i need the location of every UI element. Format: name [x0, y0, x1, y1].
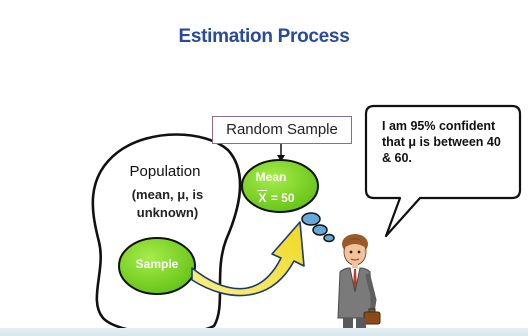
random-sample-box: Random Sample — [212, 116, 352, 144]
cartoon-man — [337, 234, 381, 330]
connector-arrowhead — [277, 155, 285, 162]
diagram-title: Estimation Process — [178, 26, 350, 47]
curved-arrow — [191, 221, 305, 297]
sample-mean-value: X = 50 — [246, 190, 306, 205]
xbar-symbol: X — [257, 190, 268, 205]
mean-bubble — [241, 159, 319, 213]
mean-value: = 50 — [270, 191, 295, 205]
thought-dot-3 — [323, 233, 335, 243]
speech-text: I am 95% confident that μ is between 40 … — [382, 119, 501, 165]
speech-bubble — [364, 104, 522, 238]
sample-label: Sample — [135, 257, 179, 271]
sample-ellipse — [118, 237, 196, 295]
thought-dot-1 — [301, 212, 321, 226]
population-detail: (mean, μ, is unknown) — [131, 187, 204, 220]
mean-label: Mean — [255, 170, 287, 184]
thought-dot-2 — [312, 224, 328, 236]
bottom-strip — [0, 328, 528, 336]
population-label: Population — [129, 163, 201, 180]
